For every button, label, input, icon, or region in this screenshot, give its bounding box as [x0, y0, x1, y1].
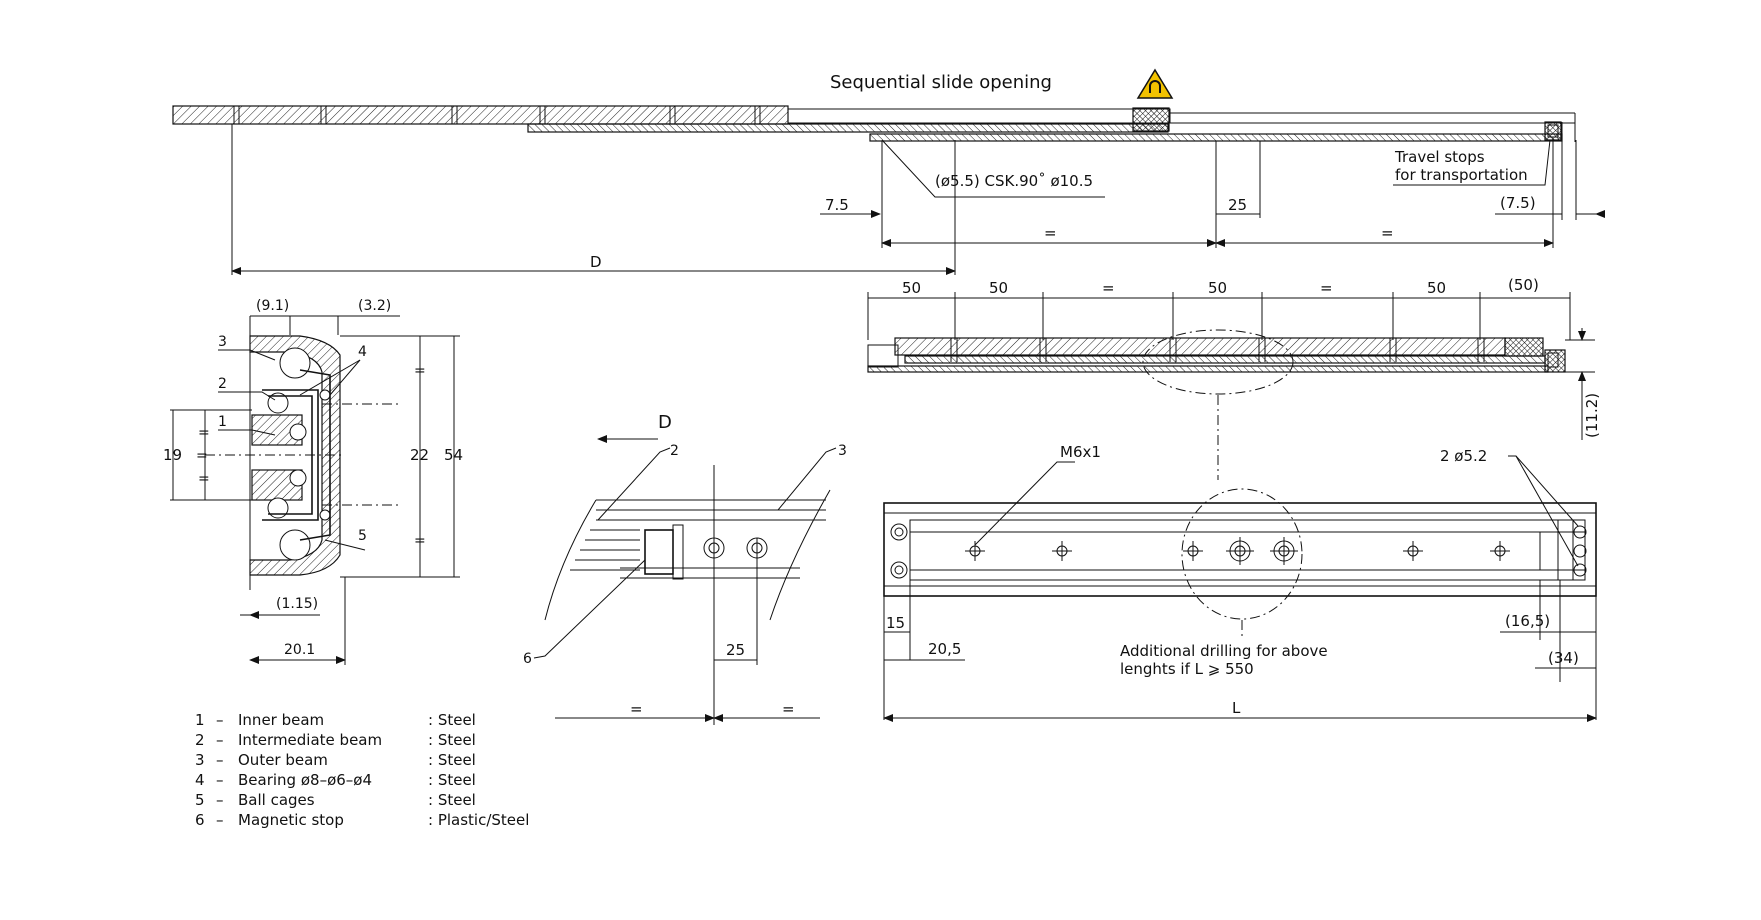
dim-11-2: (11.2) [1583, 393, 1601, 438]
svg-text:Inner beam: Inner beam [238, 711, 324, 729]
plan-view: M6x1 2 ø5.2 15 20,5 (16,5) (34) L Addi [883, 443, 1597, 722]
svg-text:Intermediate beam: Intermediate beam [238, 731, 382, 749]
dim-20-5: 20,5 [928, 640, 961, 658]
dim-19: 19 [163, 446, 182, 464]
dim-D: D [590, 253, 602, 271]
svg-text:Bearing ø8–ø6–ø4: Bearing ø8–ø6–ø4 [238, 771, 372, 789]
intermediate-beam-top [527, 123, 1169, 133]
dim-16-5: (16,5) [1505, 612, 1550, 630]
svg-text:2: 2 [195, 731, 205, 749]
dim-54: 54 [444, 446, 463, 464]
dim-34: (34) [1548, 649, 1579, 667]
legend-row: 3 – Outer beam : Steel [195, 751, 476, 769]
legend-row: 4 – Bearing ø8–ø6–ø4 : Steel [195, 771, 476, 789]
svg-text:: Steel: : Steel [428, 791, 476, 809]
dim-50-paren: (50) [1508, 276, 1539, 294]
section-eq-left-top: = [198, 425, 210, 441]
section-label-1: 1 [218, 414, 227, 430]
side-view: 50 50 = 50 = 50 (50) [867, 276, 1601, 480]
dim-50-d: 50 [1427, 279, 1446, 297]
svg-text:: Steel: : Steel [428, 731, 476, 749]
svg-text:4: 4 [195, 771, 205, 789]
svg-text:–: – [216, 811, 224, 829]
dim-50-a: 50 [902, 279, 921, 297]
holes-label: 2 ø5.2 [1440, 447, 1487, 465]
dim-22: 22 [410, 446, 429, 464]
svg-text:1: 1 [195, 711, 205, 729]
svg-text:–: – [216, 791, 224, 809]
detail-dim-25: 25 [726, 641, 745, 659]
magnet-warning-icon [1136, 68, 1174, 99]
legend-row: 5 – Ball cages : Steel [195, 791, 476, 809]
detail-label-3: 3 [838, 443, 847, 459]
section-eq-top: = [414, 363, 426, 379]
svg-text:3: 3 [195, 751, 205, 769]
svg-text:5: 5 [195, 791, 205, 809]
svg-text:–: – [216, 751, 224, 769]
section-eq-bot: = [414, 533, 426, 549]
section-label-5: 5 [358, 528, 367, 544]
outer-beam-top [172, 105, 789, 125]
section-label-3: 3 [218, 334, 227, 350]
dim-50-b: 50 [989, 279, 1008, 297]
section-label-4: 4 [358, 344, 367, 360]
svg-text:: Plastic/Steel: : Plastic/Steel [428, 811, 529, 829]
legend-row: 2 – Intermediate beam : Steel [195, 731, 476, 749]
drilling-note-1: Additional drilling for above [1120, 642, 1328, 660]
svg-text:: Steel: : Steel [428, 751, 476, 769]
detail-eq-left: = [630, 700, 643, 718]
dim-7-5-paren: (7.5) [1500, 194, 1536, 212]
drilling-note-2: lenghts if L ⩾ 550 [1120, 660, 1254, 678]
svg-text:–: – [216, 731, 224, 749]
dim-eq-1: = [1044, 224, 1057, 242]
section-eq-left-bot: = [198, 471, 210, 487]
legend-row: 1 – Inner beam : Steel [195, 711, 476, 729]
svg-text:6: 6 [195, 811, 205, 829]
dim-9-1: (9.1) [256, 298, 289, 314]
dim-L: L [1232, 699, 1241, 717]
svg-text:Ball cages: Ball cages [238, 791, 315, 809]
svg-text:: Steel: : Steel [428, 771, 476, 789]
dim-eq-2: = [1381, 224, 1394, 242]
detail-arrow-label: D [658, 412, 672, 433]
dim-eq-b: = [1320, 279, 1333, 297]
travel-stops-line1: Travel stops [1394, 148, 1485, 166]
dim-7-5: 7.5 [825, 196, 849, 214]
section-label-2: 2 [218, 376, 227, 392]
detail-label-6: 6 [523, 651, 532, 667]
svg-text:Magnetic stop: Magnetic stop [238, 811, 344, 829]
cross-section: (9.1) (3.2) [163, 298, 463, 665]
detail-label-2: 2 [670, 443, 679, 459]
dim-20-1: 20.1 [284, 642, 315, 658]
dim-3-2: (3.2) [358, 298, 391, 314]
detail-view: D 2 3 [523, 412, 847, 725]
detail-eq-right: = [782, 700, 795, 718]
svg-text:–: – [216, 771, 224, 789]
dim-eq-a: = [1102, 279, 1115, 297]
section-eq-mid: = [196, 448, 208, 464]
dim-50-c: 50 [1208, 279, 1227, 297]
travel-stops-line2: for transportation [1395, 166, 1528, 184]
top-view: Sequential slide opening [172, 68, 1605, 275]
svg-text:–: – [216, 711, 224, 729]
dim-1-15: (1.15) [276, 596, 318, 612]
thread-label: M6x1 [1060, 443, 1101, 461]
csk-note: (ø5.5) CSK.90˚ ø10.5 [935, 172, 1093, 190]
svg-text:Outer beam: Outer beam [238, 751, 328, 769]
svg-text:: Steel: : Steel [428, 711, 476, 729]
dim-25-top: 25 [1228, 196, 1247, 214]
drawing-title: Sequential slide opening [830, 72, 1052, 93]
legend-row: 6 – Magnetic stop : Plastic/Steel [195, 811, 529, 829]
parts-legend: 1 – Inner beam : Steel 2 – Intermediate … [195, 711, 529, 829]
dim-15: 15 [886, 614, 905, 632]
